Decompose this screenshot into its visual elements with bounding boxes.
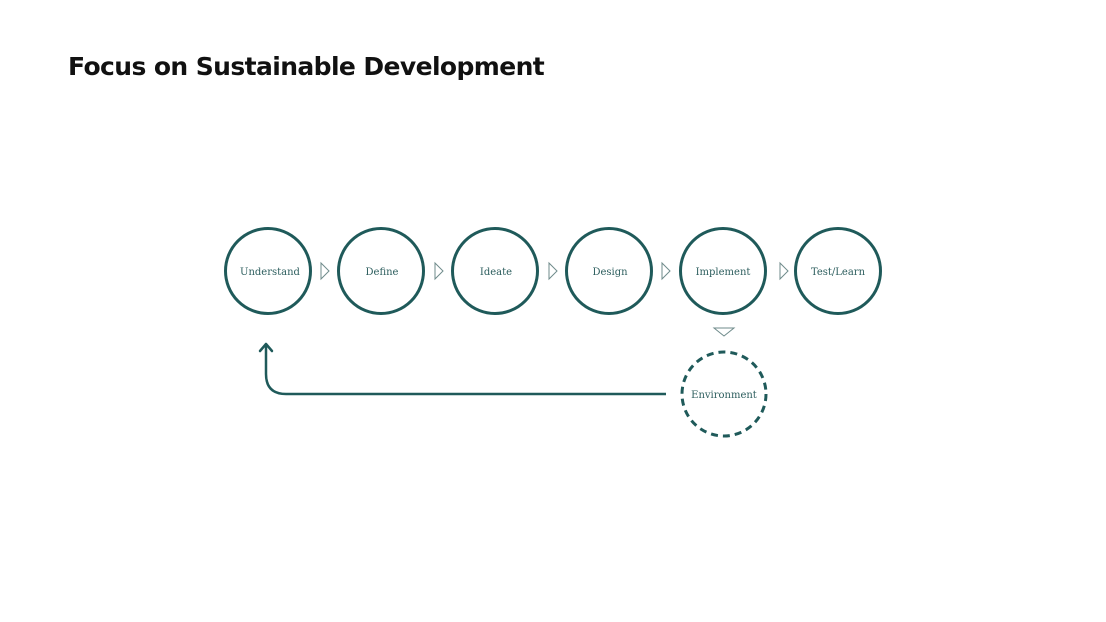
step-circle [794,227,882,315]
step-circle [679,227,767,315]
step-understand: Understand [224,227,312,315]
chevron-right-icon [779,261,789,281]
step-circle [224,227,312,315]
step-circle [565,227,653,315]
step-label: Test/Learn [811,267,866,278]
chevron-right-icon [320,261,330,281]
step-label: Design [592,267,628,278]
feedback-loop-arrow [264,346,666,396]
chevron-right-icon [434,261,444,281]
step-label: Define [366,267,399,278]
step-design: Design [565,227,653,315]
step-test-learn: Test/Learn [794,227,882,315]
environment-label: Environment [691,390,757,401]
step-label: Understand [240,267,301,278]
page-title: Focus on Sustainable Development [68,52,545,81]
chevron-down-icon [712,327,736,337]
chevron-right-icon [548,261,558,281]
step-label: Implement [696,267,751,278]
step-define: Define [337,227,425,315]
chevron-right-icon [661,261,671,281]
arrow-up-icon [258,342,274,353]
step-circle [451,227,539,315]
environment-node: Environment [680,350,768,438]
step-implement: Implement [679,227,767,315]
step-label: Ideate [480,267,512,278]
step-ideate: Ideate [451,227,539,315]
environment-circle [680,350,768,438]
step-circle [337,227,425,315]
